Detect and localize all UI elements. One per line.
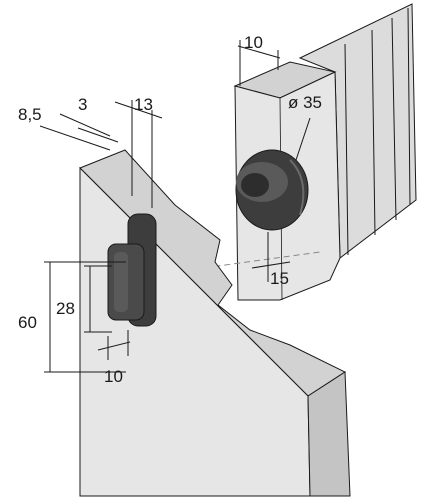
dim-offset-3: 3 [78, 95, 87, 114]
dim-width-top: 10 [244, 33, 263, 52]
dim-offset-8-5: 8,5 [18, 105, 42, 124]
dim-width-10-bottom: 10 [104, 367, 123, 386]
dim-offset-15: 15 [270, 269, 289, 288]
rectangular-fitting [107, 213, 157, 327]
right-panel-slats [298, 3, 417, 259]
left-panel-side [307, 371, 351, 497]
dimension-lines [39, 40, 311, 373]
dim-width-13: 13 [134, 95, 153, 114]
dim-height-60: 60 [18, 313, 37, 332]
dim-height-28: 28 [56, 299, 75, 318]
round-fitting [235, 149, 309, 231]
dim-diameter: ø 35 [288, 93, 322, 112]
